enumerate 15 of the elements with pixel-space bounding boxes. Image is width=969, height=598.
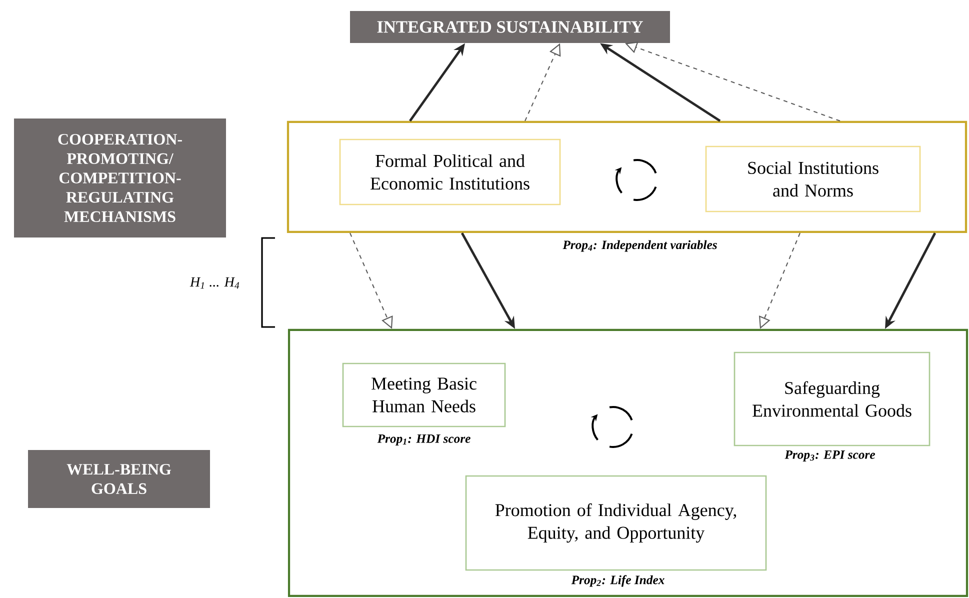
panel-frame bbox=[288, 328, 968, 598]
heading-box: COOPERATION-PROMOTING/ COMPETITION-REGULATING MECHANISMS bbox=[14, 118, 226, 238]
heading-box: WELL-BEING GOALS bbox=[28, 450, 210, 508]
panel-frame bbox=[286, 120, 968, 234]
text-box: Social Institutions and Norms bbox=[705, 146, 921, 212]
proposition-label: Prop$_{4}$: Independent variables bbox=[562, 240, 717, 252]
text-box: Safeguarding Environmental Goods bbox=[734, 352, 930, 446]
proposition-label: Prop$_{2}$: Life Index bbox=[571, 575, 664, 587]
text-box: Formal Political and Economic Institutions bbox=[339, 138, 561, 206]
hypotheses-label: H$_{1}$ ... H$_{4}$ bbox=[190, 277, 240, 289]
proposition-label: Prop$_{1}$: HDI score bbox=[377, 434, 470, 446]
text-box: Promotion of Individual Agency, Equity, and Opportunity bbox=[465, 475, 767, 571]
heading-box: INTEGRATED SUSTAINABILITY bbox=[350, 11, 670, 43]
text-box: Meeting Basic Human Needs bbox=[342, 362, 506, 428]
proposition-label: Prop$_{3}$: EPI score bbox=[784, 450, 876, 462]
